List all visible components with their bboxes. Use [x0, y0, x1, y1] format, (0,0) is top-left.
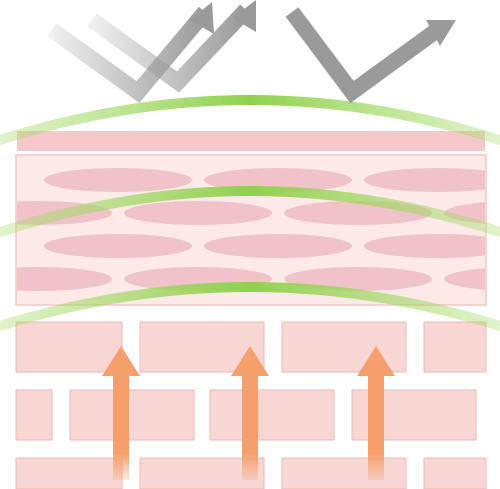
brick-cell: [15, 389, 53, 441]
flattened-cell: [364, 234, 485, 258]
flattened-cell: [364, 168, 485, 192]
outer-barrier: [0, 95, 500, 145]
brick-cell: [15, 321, 123, 373]
brick-cell: [15, 457, 123, 489]
brick-cell: [69, 389, 195, 441]
light-reflection-arrow-icon: [285, 7, 456, 104]
light-reflection-arrow-icon: [47, 2, 214, 103]
brick-cell: [423, 457, 487, 489]
light-reflection-arrows: [47, 0, 456, 104]
brick-cell: [209, 389, 335, 441]
barrier-arcs: [0, 95, 500, 331]
upward-arrow-icon: [357, 346, 395, 480]
flattened-cell: [44, 234, 192, 258]
inner-barrier: [0, 186, 500, 237]
flattened-cell: [124, 201, 272, 225]
flattened-cell: [204, 168, 352, 192]
moisture-arrows: [102, 346, 395, 480]
upward-arrow-icon: [231, 346, 269, 480]
brick-cell: [423, 321, 487, 373]
flattened-cell: [17, 267, 112, 291]
flattened-cell: [284, 267, 432, 291]
top-strip: [15, 129, 487, 153]
lower-barrier: [0, 282, 500, 331]
flattened-cell: [204, 234, 352, 258]
light-reflection-arrow-icon: [87, 0, 256, 93]
flattened-cell: [44, 168, 192, 192]
upward-arrow-icon: [102, 346, 140, 480]
brick-cell-layer: [15, 321, 487, 489]
flattened-cell: [444, 268, 485, 290]
brick-cell: [281, 457, 407, 489]
